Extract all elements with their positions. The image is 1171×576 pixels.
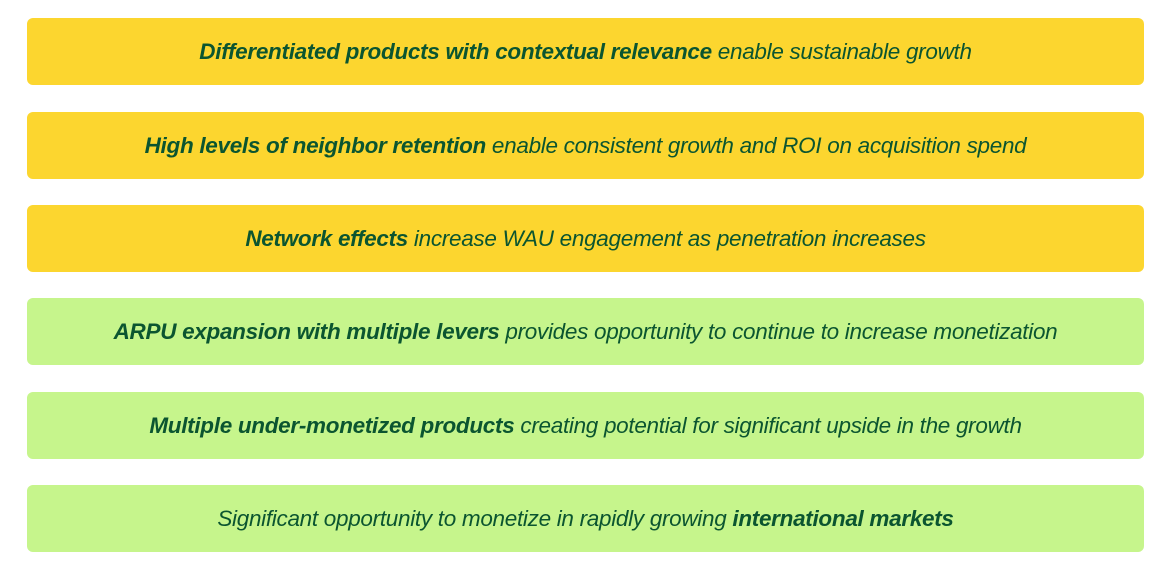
bold-text: Differentiated products with contextual … — [199, 38, 712, 64]
highlight-box-differentiated-products: Differentiated products with contextual … — [27, 18, 1144, 85]
box-text: Differentiated products with contextual … — [199, 38, 972, 65]
highlight-box-network-effects: Network effects increase WAU engagement … — [27, 205, 1144, 272]
box-text: ARPU expansion with multiple levers prov… — [114, 319, 1058, 345]
box-text: Significant opportunity to monetize in r… — [217, 505, 954, 532]
highlight-box-under-monetized-products: Multiple under-monetized products creati… — [27, 392, 1144, 459]
box-text: High levels of neighbor retention enable… — [145, 133, 1027, 159]
highlight-box-international-markets: Significant opportunity to monetize in r… — [27, 485, 1144, 552]
bold-text: Network effects — [245, 225, 408, 251]
bold-text: High levels of neighbor retention — [144, 132, 487, 158]
bold-text: ARPU expansion with multiple levers — [113, 318, 500, 344]
bold-text: Multiple under-monetized products — [149, 412, 515, 438]
regular-text: enable consistent growth and ROI on acqu… — [485, 132, 1027, 158]
box-text: Network effects increase WAU engagement … — [245, 225, 926, 252]
regular-text: enable sustainable growth — [711, 38, 972, 64]
regular-text: increase WAU engagement as penetration i… — [407, 225, 926, 251]
regular-text: provides opportunity to continue to incr… — [499, 318, 1058, 344]
regular-text: creating potential for significant upsid… — [514, 412, 1022, 438]
bold-text: international markets — [732, 505, 954, 531]
regular-text: Significant opportunity to monetize in r… — [217, 505, 733, 531]
highlight-box-neighbor-retention: High levels of neighbor retention enable… — [27, 112, 1144, 179]
highlight-box-arpu-expansion: ARPU expansion with multiple levers prov… — [27, 298, 1144, 365]
box-text: Multiple under-monetized products creati… — [149, 412, 1022, 439]
